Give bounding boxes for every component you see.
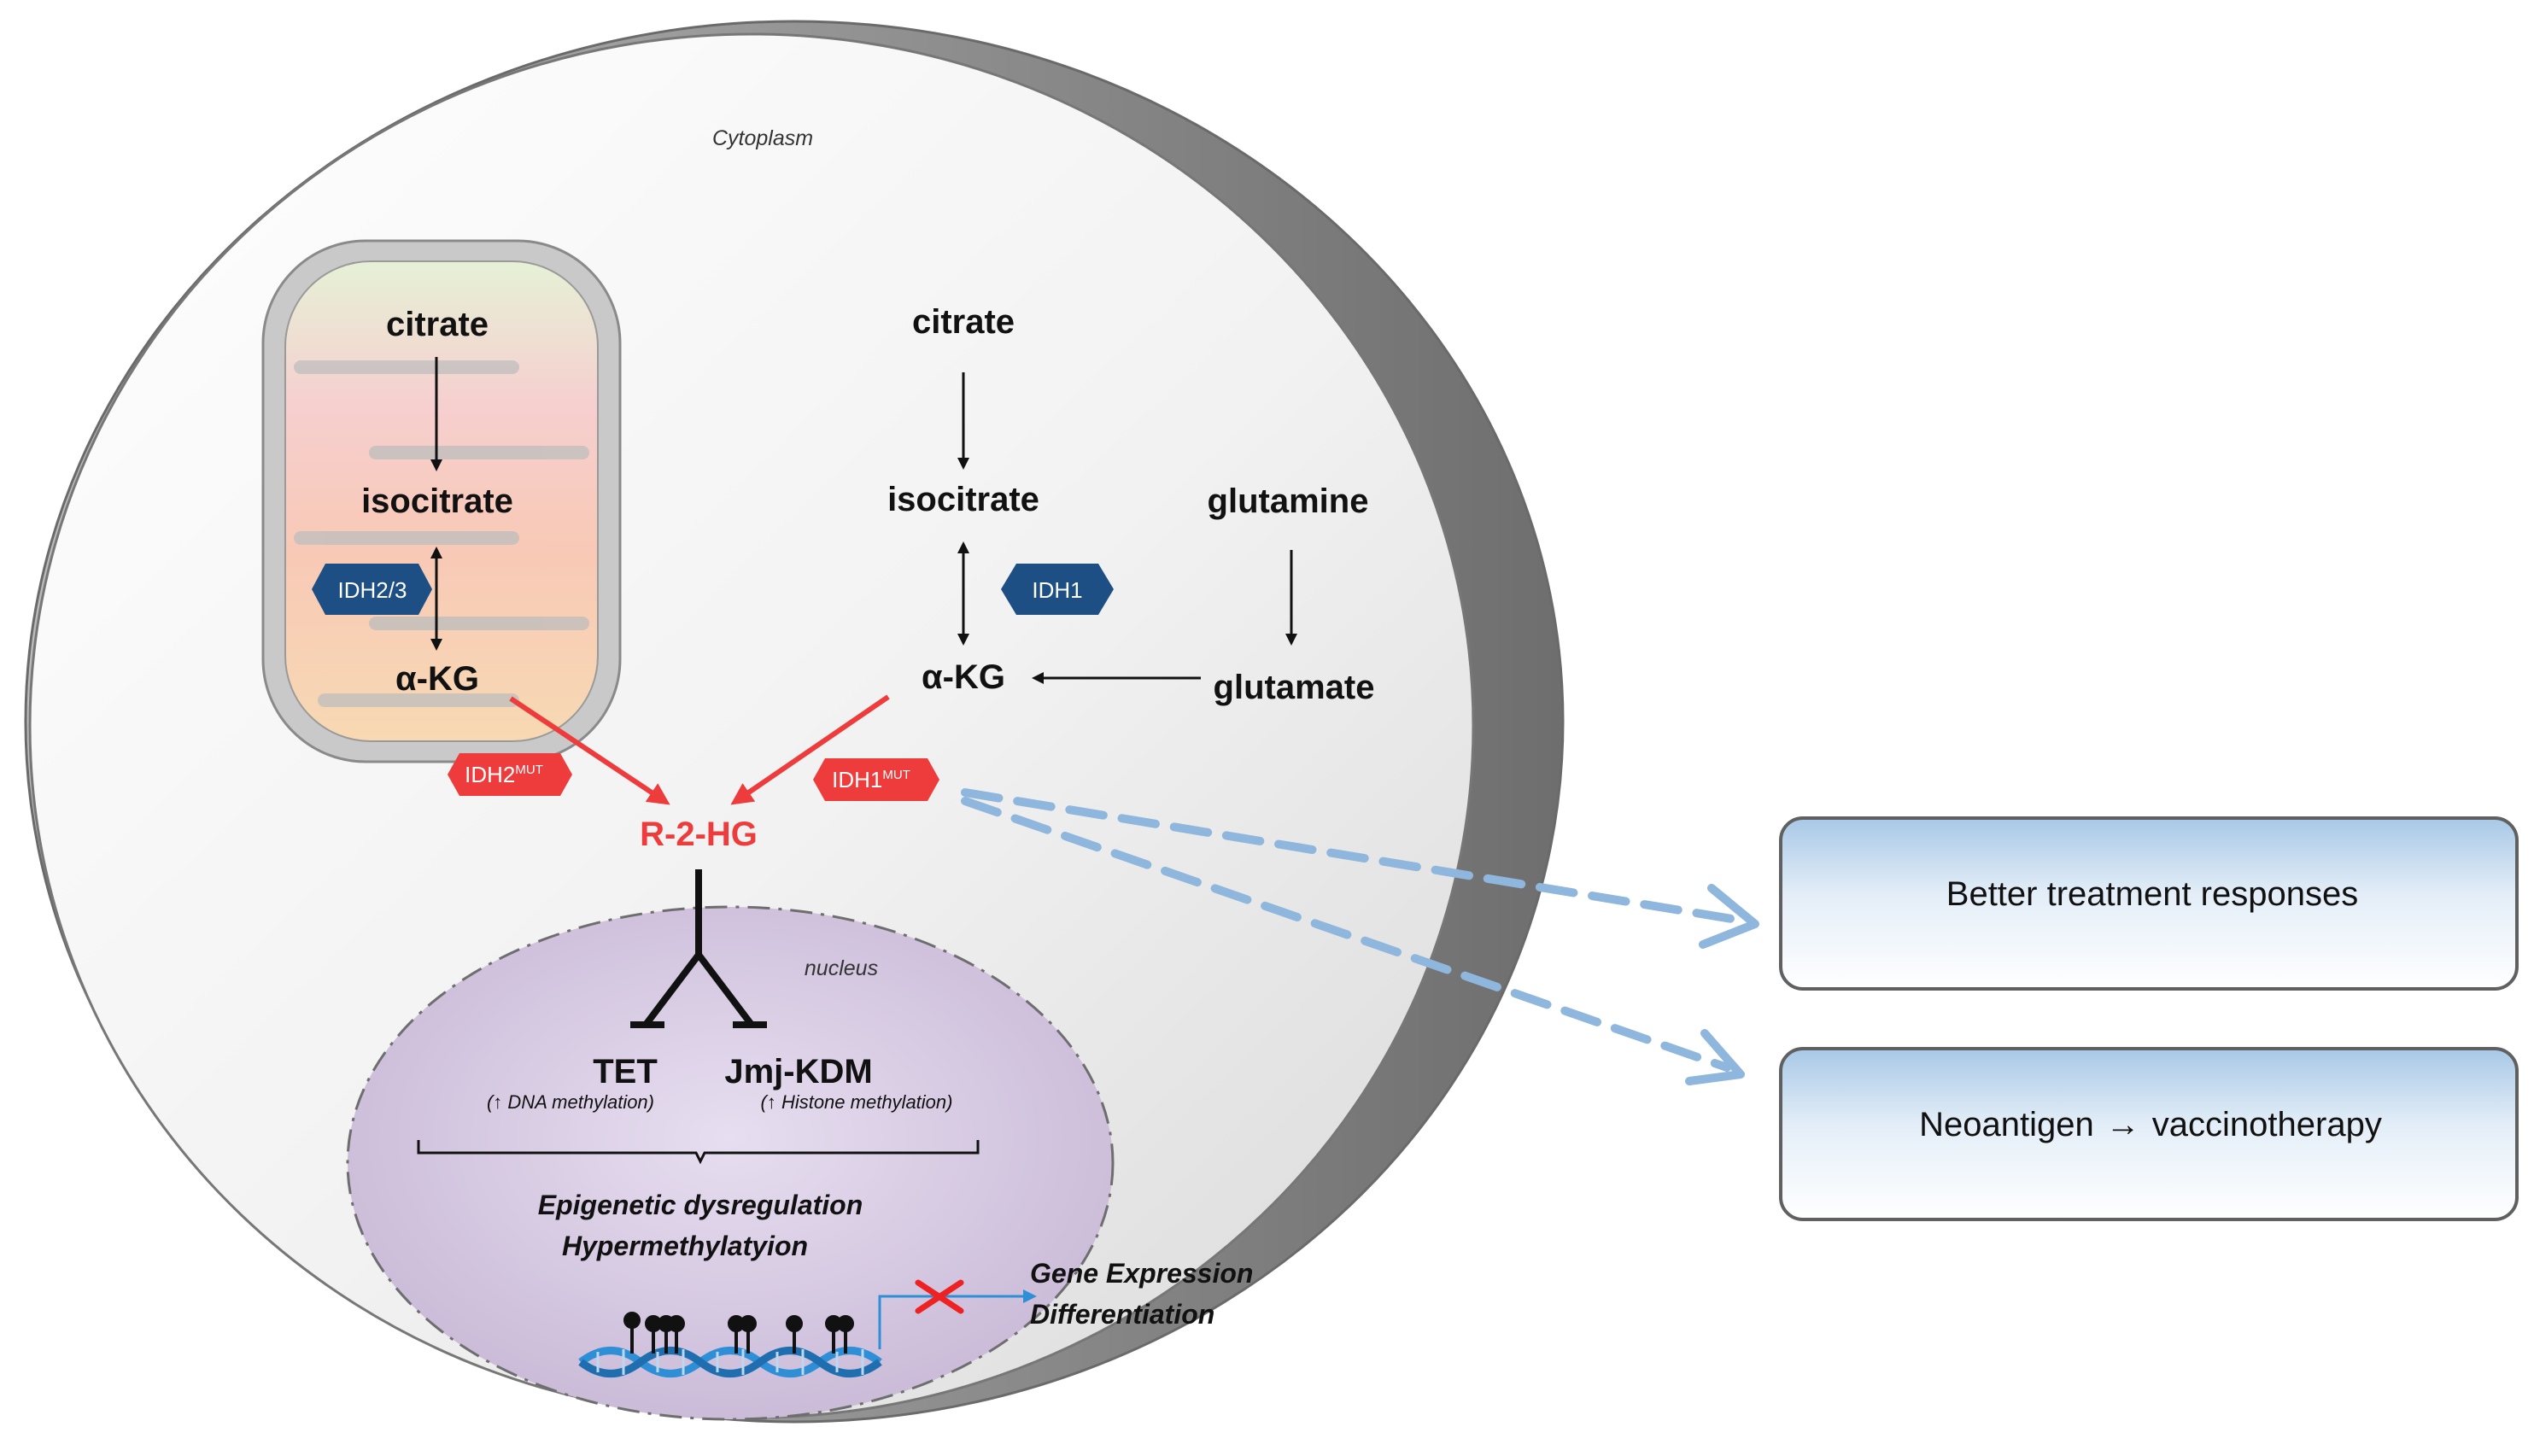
right-arrow-icon: →	[2106, 1106, 2140, 1143]
mitochondrion	[261, 239, 622, 763]
red-arrow-cyto-akg-to-r2hg	[730, 694, 890, 805]
idh1-mutant-name: IDH1	[832, 767, 882, 792]
idh2-mutant-label: IDH2MUT	[465, 762, 543, 787]
r2hg-label: R-2-HG	[640, 816, 758, 853]
tet-note: (↑ DNA methylation)	[487, 1091, 654, 1113]
idh1-mutant-badge: IDH1MUT	[813, 758, 939, 801]
cyto-akg: α-KG	[922, 658, 1005, 696]
hypermethylation-label: Hypermethylatyion	[562, 1231, 808, 1261]
idh2-mutant-sup: MUT	[515, 763, 543, 777]
nucleus	[346, 905, 1115, 1421]
epigenetic-dysregulation-label: Epigenetic dysregulation	[538, 1190, 863, 1220]
box-neoantigen-label: Neoantigen → vaccinotherapy	[1919, 1106, 2382, 1143]
idh23-label: IDH2/3	[338, 577, 407, 603]
cyto-isocitrate: isocitrate	[887, 481, 1039, 518]
cyto-glutamine: glutamine	[1208, 482, 1369, 520]
gene-expression-label: Gene Expression	[1030, 1258, 1253, 1289]
mito-citrate: citrate	[386, 306, 489, 343]
red-arrow-mito-akg-to-r2hg	[509, 696, 670, 805]
idh1-label: IDH1	[1032, 577, 1082, 603]
jmj-kdm-label: Jmj-KDM	[724, 1053, 872, 1091]
vaccinotherapy-text: vaccinotherapy	[2152, 1106, 2382, 1143]
dna-helix	[578, 1347, 882, 1377]
dashed-arrow-heads	[1685, 884, 1759, 1085]
tet-label: TET	[593, 1053, 658, 1091]
neoantigen-text: Neoantigen	[1919, 1106, 2094, 1143]
transcription-arrow	[878, 1295, 1023, 1349]
mito-akg: α-KG	[395, 660, 479, 698]
box-better-treatment: Better treatment responses	[1779, 816, 2519, 991]
nucleus-label: nucleus	[805, 956, 878, 980]
idh2-mutant-badge: IDH2MUT	[448, 753, 572, 796]
mito-isocitrate: isocitrate	[361, 482, 513, 520]
differentiation-label: Differentiation	[1030, 1299, 1214, 1330]
methyl-groups	[623, 1312, 854, 1354]
idh1-mutant-label: IDH1MUT	[832, 767, 910, 792]
jmj-note: (↑ Histone methylation)	[761, 1091, 953, 1113]
box-better-treatment-label: Better treatment responses	[1946, 875, 2358, 913]
dashed-arrows	[961, 788, 1747, 1072]
cyto-citrate: citrate	[912, 303, 1015, 341]
idh23-enzyme-badge: IDH2/3	[312, 564, 432, 615]
cyto-glutamate: glutamate	[1214, 669, 1375, 706]
box-neoantigen: Neoantigen → vaccinotherapy	[1779, 1047, 2519, 1221]
block-x-icon	[915, 1279, 964, 1314]
mitochondrion-cristae	[294, 360, 589, 707]
idh1-mutant-sup: MUT	[882, 768, 910, 782]
inhibition-lines	[630, 869, 767, 1028]
idh2-mutant-name: IDH2	[465, 762, 515, 787]
cytoplasm-label: Cytoplasm	[712, 126, 813, 150]
idh1-enzyme-badge: IDH1	[1001, 564, 1114, 615]
summary-brace	[417, 1140, 980, 1165]
transcription-arrow-head	[1023, 1289, 1037, 1303]
